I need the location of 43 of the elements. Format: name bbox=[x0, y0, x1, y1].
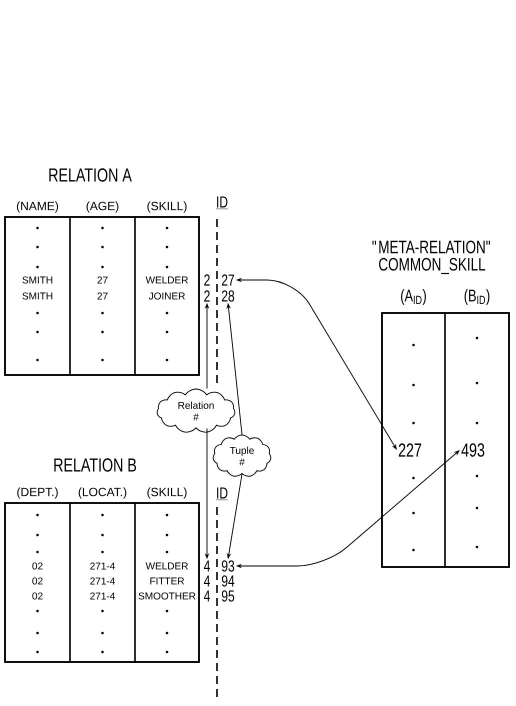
cell-text: SMOOTHER bbox=[138, 592, 196, 600]
cell-text: 02 bbox=[32, 577, 43, 585]
id-number: 4 bbox=[204, 590, 210, 602]
column-header: (LOCAT.) bbox=[78, 487, 126, 499]
id-number: 27 bbox=[222, 274, 234, 286]
cell-text: WELDER bbox=[146, 562, 188, 570]
cell-text: WELDER bbox=[146, 276, 188, 284]
cell-text: 493 bbox=[461, 443, 484, 457]
column-header: (NAME) bbox=[16, 201, 58, 213]
id-number: 28 bbox=[222, 290, 234, 302]
column-header: ID bbox=[216, 487, 228, 500]
table-title: COMMON_SKILL bbox=[379, 258, 486, 274]
cell-text: 271-4 bbox=[90, 592, 115, 600]
cell-text: 271-4 bbox=[90, 578, 115, 584]
cell-text: 27 bbox=[97, 276, 108, 284]
table-title: "META-RELATION" bbox=[372, 240, 490, 254]
table-title: RELATION B bbox=[54, 458, 136, 472]
column-header: (A$_{ID}$) bbox=[401, 289, 426, 305]
table-title: RELATION A bbox=[49, 168, 132, 182]
cell-text: 271-4 bbox=[90, 562, 115, 570]
id-number: 4 bbox=[204, 560, 210, 572]
column-header: (AGE) bbox=[86, 201, 118, 213]
column-header: (SKILL) bbox=[147, 487, 187, 499]
cell-text: 02 bbox=[32, 592, 43, 600]
cell-text: 27 bbox=[97, 292, 108, 300]
id-number: 2 bbox=[204, 274, 210, 286]
column-header: ID bbox=[216, 196, 228, 210]
id-number: 94 bbox=[222, 575, 234, 587]
column-header: (B$_{ID}$) bbox=[464, 289, 490, 305]
cell-text: SMITH bbox=[22, 292, 52, 300]
cell-text: SMITH bbox=[22, 276, 52, 284]
id-number: 2 bbox=[204, 290, 210, 302]
cloud-callout: Relation # bbox=[156, 388, 236, 433]
cell-text: 227 bbox=[398, 443, 422, 457]
cell-text: JOINER bbox=[148, 292, 185, 300]
cloud-callout: Tuple # bbox=[212, 434, 272, 477]
column-header: (SKILL) bbox=[147, 201, 187, 213]
column-header: (DEPT.) bbox=[17, 487, 58, 499]
id-number: 4 bbox=[204, 575, 210, 586]
cell-text: 02 bbox=[32, 562, 43, 570]
id-number: 95 bbox=[222, 590, 234, 602]
id-number: 93 bbox=[222, 560, 234, 572]
cell-text: FITTER bbox=[150, 578, 184, 584]
